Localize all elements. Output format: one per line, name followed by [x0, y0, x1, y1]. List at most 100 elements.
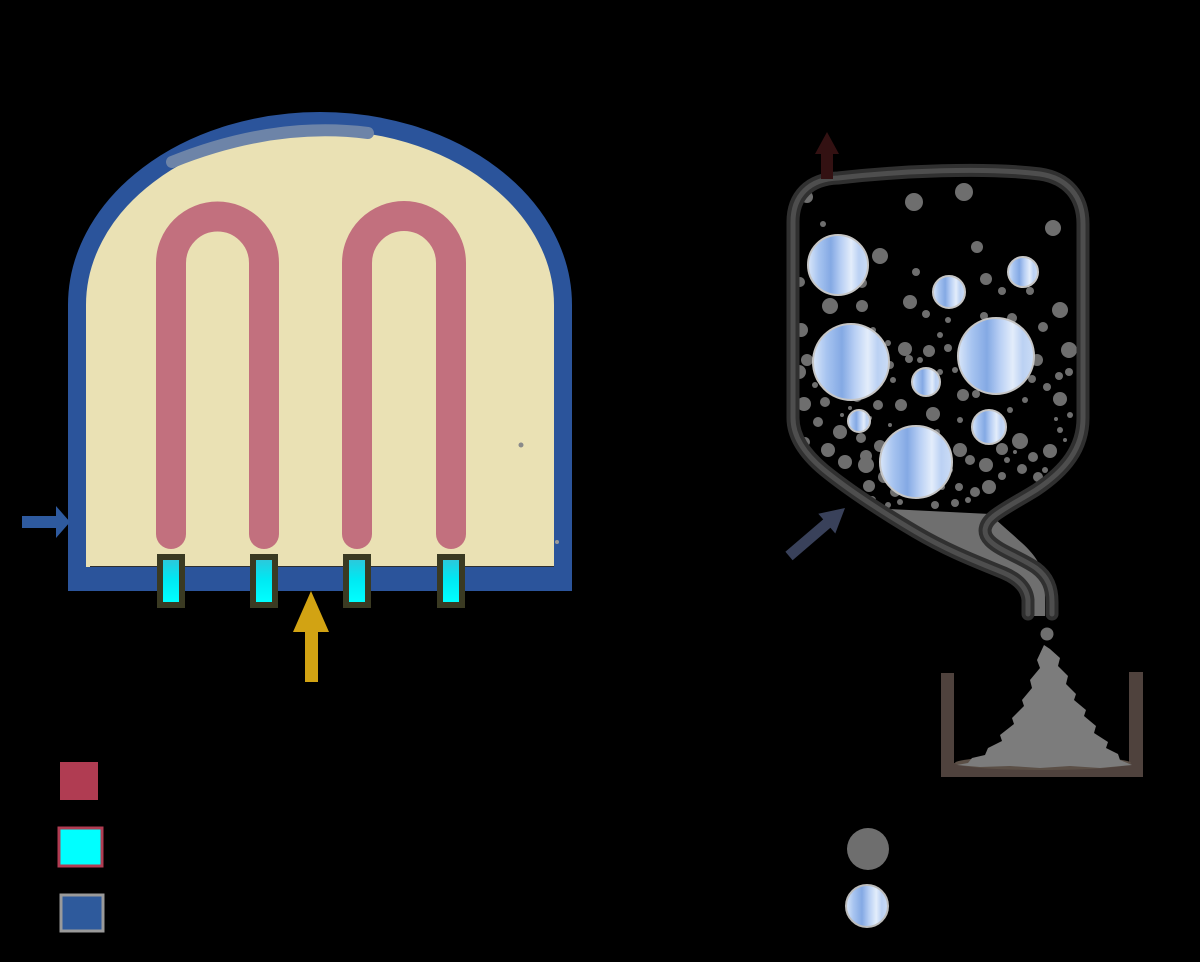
gray-bubble — [856, 433, 866, 443]
gray-bubble — [912, 268, 920, 276]
nozzle-port-3 — [349, 560, 365, 602]
gray-bubble — [1043, 383, 1051, 391]
gray-bubble — [1013, 450, 1017, 454]
gray-bubble — [945, 317, 951, 323]
gray-bubble — [1028, 452, 1038, 462]
gray-bubble — [1065, 368, 1073, 376]
gray-bubble — [838, 455, 852, 469]
gray-bubble — [872, 248, 888, 264]
nozzle-port-2 — [256, 560, 272, 602]
melt-pool — [868, 508, 1045, 616]
speck-2 — [555, 540, 559, 544]
gray-bubble — [971, 241, 983, 253]
gray-bubble — [840, 413, 844, 417]
blue-bubble — [847, 409, 871, 433]
gray-bubble — [1042, 467, 1048, 473]
gray-bubble — [1043, 444, 1057, 458]
blue-bubble — [812, 323, 890, 401]
gray-bubble — [979, 458, 993, 472]
gray-bubble — [833, 425, 847, 439]
gray-bubble — [905, 193, 923, 211]
gray-bubble — [812, 382, 818, 388]
gray-bubble — [923, 345, 935, 357]
gray-bubble — [952, 367, 958, 373]
gray-bubble — [1017, 464, 1027, 474]
gray-bubble — [856, 300, 868, 312]
gray-bubble — [1028, 375, 1036, 383]
gray-bubble — [888, 423, 892, 427]
gray-bubble — [820, 397, 830, 407]
gray-bubble — [926, 407, 940, 421]
gray-bubble — [922, 310, 930, 318]
gray-bubble — [953, 443, 967, 457]
nozzle-port-1 — [163, 560, 179, 602]
gray-bubble — [873, 400, 883, 410]
gray-bubble — [937, 332, 943, 338]
gray-bubble — [1045, 220, 1061, 236]
gray-bubble — [890, 377, 896, 383]
gray-bubble — [955, 183, 973, 201]
gray-bubble — [980, 273, 992, 285]
side-inlet-arrow — [22, 506, 70, 538]
blue-bubbles-layer — [807, 234, 1039, 499]
heater-tube-1 — [156, 201, 279, 549]
gray-bubble — [970, 487, 980, 497]
vessel-bottom-band — [68, 567, 572, 591]
collect-container-right-wall — [1129, 672, 1143, 773]
gray-bubble — [1052, 302, 1068, 318]
gray-bubble — [931, 501, 939, 509]
gray-bubble — [797, 397, 811, 411]
right-legend-particles — [845, 828, 889, 928]
gray-bubble — [980, 312, 988, 320]
speck-1 — [518, 442, 524, 448]
dome-inner-shade — [166, 124, 374, 168]
blue-bubble — [807, 234, 869, 296]
gray-bubble — [898, 342, 912, 356]
heater-tube-2 — [342, 201, 466, 549]
gray-bubble — [972, 390, 980, 398]
legend-blue-particle — [845, 884, 889, 928]
gray-bubble — [1012, 433, 1028, 449]
blue-bubble — [911, 367, 941, 397]
domed-furnace-vessel — [22, 112, 572, 682]
gray-bubble — [863, 480, 875, 492]
pour-stream-and-powder-pile — [941, 627, 1143, 777]
powder-pile — [957, 645, 1132, 768]
left-legend-swatches — [57, 762, 105, 933]
legend-gray-particle — [847, 828, 889, 870]
gray-bubble — [905, 355, 913, 363]
gray-bubble — [821, 443, 835, 457]
blue-bubble — [932, 275, 966, 309]
melt-inlet-arrow — [785, 508, 845, 561]
gray-bubble — [1053, 392, 1067, 406]
blue-bubble — [971, 409, 1007, 445]
gray-bubble — [1063, 438, 1067, 442]
blue-bubble — [879, 425, 953, 499]
gray-bubble — [1022, 397, 1028, 403]
nozzle-port-4 — [443, 560, 459, 602]
gray-bubble — [1004, 457, 1010, 463]
gray-bubble — [965, 455, 975, 465]
gray-bubble — [982, 480, 996, 494]
gray-bubble — [903, 295, 917, 309]
gray-bubble — [937, 369, 943, 375]
gray-bubble — [944, 344, 952, 352]
gray-bubble — [858, 457, 874, 473]
gray-bubble — [996, 443, 1008, 455]
gray-bubble — [820, 221, 826, 227]
vessel-shell — [68, 112, 572, 591]
gray-bubble — [1057, 427, 1063, 433]
blue-bubble — [1007, 256, 1039, 288]
gray-bubble — [848, 406, 852, 410]
legend-blue-swatch — [59, 893, 105, 933]
gray-bubble — [895, 399, 907, 411]
gray-bubble — [917, 357, 923, 363]
gray-bubble — [1054, 417, 1058, 421]
gray-bubble — [965, 497, 971, 503]
gray-bubble — [1067, 412, 1073, 418]
legend-cyan-swatch — [57, 826, 104, 868]
falling-droplet — [1040, 627, 1054, 641]
gray-bubble — [998, 472, 1006, 480]
gray-bubble — [1026, 287, 1034, 295]
